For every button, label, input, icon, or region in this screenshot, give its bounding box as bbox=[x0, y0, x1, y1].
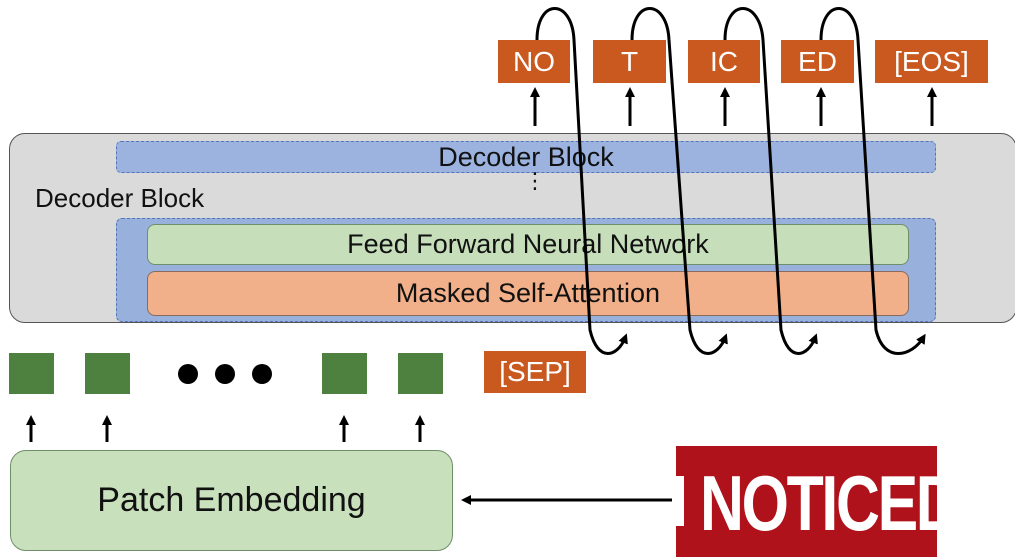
output-token: T bbox=[593, 40, 666, 83]
output-token-label: ED bbox=[798, 45, 837, 77]
output-token: [EOS] bbox=[875, 40, 988, 83]
feed-forward-layer: Feed Forward Neural Network bbox=[147, 224, 909, 265]
output-token: NO bbox=[498, 40, 570, 83]
separator-token-label: [SEP] bbox=[499, 356, 571, 387]
patch-token bbox=[322, 353, 367, 394]
masked-self-attention-label: Masked Self-Attention bbox=[395, 278, 661, 308]
patch-token bbox=[9, 353, 54, 394]
masked-self-attention-layer: Masked Self-Attention bbox=[147, 271, 909, 316]
feedback-loop bbox=[723, 7, 818, 355]
output-token-label: NO bbox=[513, 45, 555, 77]
feedback-loop bbox=[819, 7, 926, 355]
ellipsis-dot bbox=[215, 364, 235, 384]
output-token: ED bbox=[781, 40, 854, 83]
output-token-label: [EOS] bbox=[894, 45, 969, 77]
patch-token bbox=[85, 353, 130, 394]
separator-token: [SEP] bbox=[484, 351, 586, 393]
output-token: IC bbox=[688, 40, 760, 83]
feedback-tail bbox=[576, 352, 600, 364]
ellipsis-dot bbox=[252, 364, 272, 384]
image-edge-artifact bbox=[676, 476, 684, 526]
decoder-block-top-label: Decoder Block bbox=[438, 141, 614, 172]
patch-embedding-label: Patch Embedding bbox=[97, 481, 366, 519]
patch-token bbox=[398, 353, 443, 394]
output-token-label: IC bbox=[710, 45, 738, 77]
feedback-loop bbox=[630, 7, 728, 355]
input-word-image: NOTICED bbox=[676, 446, 937, 557]
patch-embedding-block: Patch Embedding bbox=[10, 450, 453, 551]
outer-decoder-block-label: Decoder Block bbox=[35, 183, 205, 213]
decoder-block-top: Decoder Block bbox=[116, 141, 936, 173]
feedback-loop bbox=[535, 7, 628, 355]
input-word-image-text: NOTICED bbox=[700, 459, 937, 547]
feed-forward-label: Feed Forward Neural Network bbox=[347, 229, 709, 259]
output-token-label: T bbox=[620, 45, 639, 77]
ellipsis-dot bbox=[178, 364, 198, 384]
